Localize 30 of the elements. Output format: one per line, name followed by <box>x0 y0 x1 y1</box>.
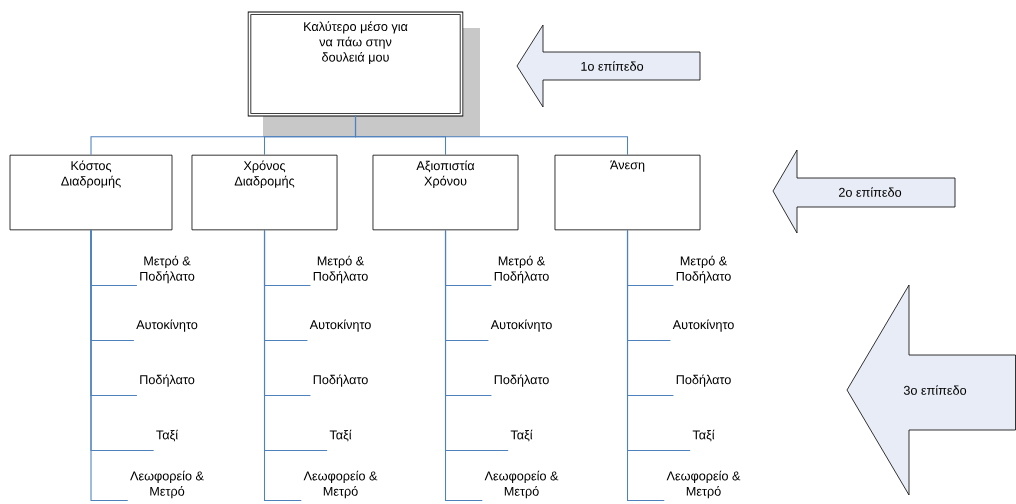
option-label: Ποδήλατο <box>140 374 195 387</box>
connector-line <box>626 229 665 502</box>
option-label: Μετρό & Ποδήλατο <box>140 255 195 284</box>
option-label: Λεωφορείο & Μετρό <box>666 470 741 499</box>
option-label: Μετρό & Ποδήλατο <box>494 255 549 284</box>
option-label: Ταξί <box>510 429 533 442</box>
criterion-box: Κόστος Διαδρομής <box>9 154 173 231</box>
option-label: Αυτοκίνητο <box>136 319 198 332</box>
criterion-box: Χρόνος Διαδρομής <box>191 154 338 231</box>
criterion-box: Άνεση <box>554 154 701 231</box>
option-label: Ταξί <box>156 429 178 442</box>
option-label: Μετρό & Ποδήλατο <box>313 255 368 284</box>
option-label: Λεωφορείο & Μετρό <box>303 470 378 499</box>
connector-line <box>444 229 483 502</box>
option-label: Αυτοκίνητο <box>672 319 734 332</box>
title-box: Καλύτερο μέσο για να πάω στην δουλειά μου <box>247 11 480 137</box>
connector-line <box>354 114 629 156</box>
connector-line <box>90 229 129 502</box>
option-label: Αυτοκίνητο <box>490 319 552 332</box>
option-label: Αυτοκίνητο <box>309 319 371 332</box>
option-label: Λεωφορείο & Μετρό <box>130 470 204 499</box>
option-label: Μετρό & Ποδήλατο <box>676 255 731 284</box>
option-label: Ταξί <box>692 429 715 442</box>
option-label: Ποδήλατο <box>494 374 549 387</box>
option-label: Ποδήλατο <box>313 374 368 387</box>
criterion-box: Αξιοπιστία Χρόνου <box>372 154 519 231</box>
option-label: Ταξί <box>329 429 352 442</box>
connector-line <box>263 229 302 502</box>
option-label: Λεωφορείο & Μετρό <box>484 470 559 499</box>
option-label: Ποδήλατο <box>676 374 731 387</box>
